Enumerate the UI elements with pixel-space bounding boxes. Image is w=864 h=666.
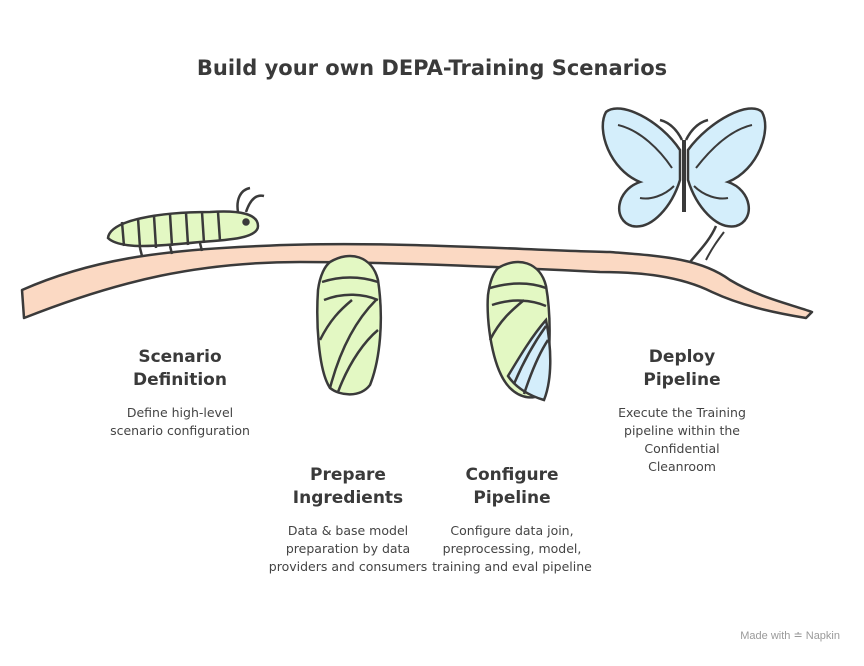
branch xyxy=(20,225,814,320)
step-configure-pipeline: Configure Pipeline Configure data join, … xyxy=(422,464,602,576)
napkin-logo-icon: ≐ xyxy=(793,630,803,642)
chrysalis-emerging-icon xyxy=(486,260,552,402)
step-description: Configure data join, preprocessing, mode… xyxy=(432,523,592,574)
step-prepare-ingredients: Prepare Ingredients Data & base model pr… xyxy=(258,464,438,576)
step-description: Execute the Training pipeline within the… xyxy=(618,405,746,474)
made-with-napkin[interactable]: Made with ≐ Napkin xyxy=(740,629,840,642)
step-heading: Prepare Ingredients xyxy=(292,465,404,508)
chrysalis-icon xyxy=(316,254,383,396)
napkin-brand: Napkin xyxy=(805,630,840,642)
step-heading: Deploy Pipeline xyxy=(643,347,721,390)
caterpillar-icon xyxy=(106,186,265,257)
step-description: Define high-level scenario configuration xyxy=(110,405,250,438)
diagram-title: Build your own DEPA-Training Scenarios xyxy=(196,56,668,80)
step-heading: Scenario Definition xyxy=(133,347,227,390)
step-scenario-definition: Scenario Definition Define high-level sc… xyxy=(90,346,270,440)
step-description: Data & base model preparation by data pr… xyxy=(268,523,428,574)
step-heading: Configure Pipeline xyxy=(465,465,559,508)
step-deploy-pipeline: Deploy Pipeline Execute the Training pip… xyxy=(592,346,772,476)
made-with-label: Made with xyxy=(740,630,791,642)
butterfly-icon xyxy=(601,107,767,228)
